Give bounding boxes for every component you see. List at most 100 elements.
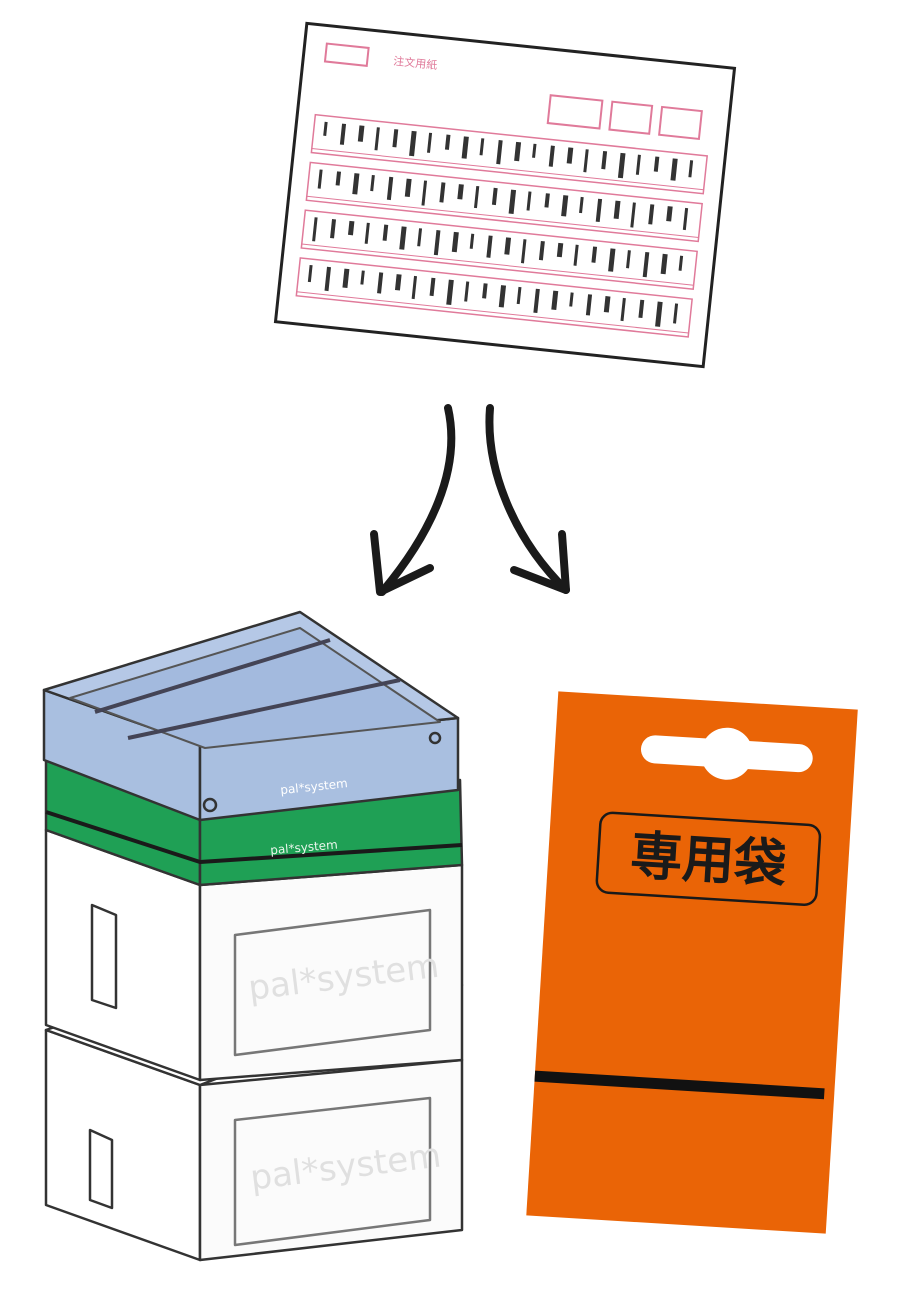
order-form-mark xyxy=(352,173,360,195)
bag-body xyxy=(526,691,858,1234)
arrow-left-head-icon xyxy=(370,530,434,596)
order-form-mark xyxy=(613,200,621,220)
order-form-mark xyxy=(626,250,631,269)
order-form-mark xyxy=(486,235,493,258)
order-form-mark xyxy=(339,123,347,145)
order-form-mark xyxy=(411,275,418,300)
order-form-mark xyxy=(591,246,598,263)
order-form-header: 注文用紙 xyxy=(393,54,438,73)
order-form-mark xyxy=(538,241,545,261)
arrows xyxy=(370,404,570,596)
order-form-mark xyxy=(556,242,564,258)
order-form-row xyxy=(300,209,698,291)
order-form-mark xyxy=(516,286,522,305)
order-form-mark xyxy=(357,125,365,142)
order-form-mark xyxy=(508,189,517,214)
order-form-mark xyxy=(464,281,470,302)
order-form-grid xyxy=(295,113,709,338)
order-form-mark xyxy=(469,233,475,249)
order-form-mark xyxy=(498,285,507,308)
order-form-mark xyxy=(533,288,540,314)
order-form-sheet xyxy=(273,21,737,369)
bag-label-frame xyxy=(595,811,822,906)
order-form-mark xyxy=(392,129,399,148)
order-form-mark xyxy=(473,185,480,209)
order-form-mark xyxy=(330,219,337,239)
container-lid: pal*system xyxy=(42,610,460,822)
order-form-mark xyxy=(370,174,375,192)
order-form-mark xyxy=(620,297,626,322)
order-form-mark xyxy=(630,202,636,228)
hang-hole-icon xyxy=(640,727,813,780)
order-form-stamp-box xyxy=(323,42,370,67)
order-form-mark xyxy=(532,143,537,158)
order-form-divider xyxy=(311,148,704,191)
order-form-mark xyxy=(421,180,428,206)
order-form-mark xyxy=(601,151,608,170)
order-form-mark xyxy=(617,152,626,179)
order-form-mark xyxy=(404,178,412,198)
order-form-divider xyxy=(306,195,699,238)
order-form-box-3 xyxy=(658,105,703,141)
order-form-mark xyxy=(482,283,488,299)
order-form-row xyxy=(295,257,693,338)
order-form-mark xyxy=(479,138,485,156)
order-form-mark xyxy=(608,248,616,272)
order-form-mark xyxy=(364,222,370,244)
order-form-mark xyxy=(347,220,355,236)
container-band-logo: pal*system xyxy=(270,837,339,857)
order-form-mark xyxy=(514,141,522,162)
order-form-mark xyxy=(569,292,574,307)
order-form-mark xyxy=(457,184,464,200)
order-form-mark xyxy=(579,196,584,214)
bag-stripe xyxy=(534,1070,825,1100)
order-form-mark xyxy=(446,279,454,305)
order-form-mark xyxy=(548,145,555,167)
order-form-mark xyxy=(688,160,694,178)
order-form: 注文用紙 xyxy=(273,21,737,369)
order-form-mark xyxy=(666,206,673,222)
order-form-mark xyxy=(409,130,417,157)
order-form-mark xyxy=(526,191,532,211)
order-form-mark xyxy=(324,266,331,292)
arrow-left-icon xyxy=(378,404,456,596)
order-form-divider xyxy=(296,291,689,334)
order-form-mark xyxy=(585,294,593,316)
order-form-mark xyxy=(520,239,527,264)
order-form-mark xyxy=(682,207,689,231)
order-form-mark xyxy=(374,127,380,151)
order-form-mark xyxy=(342,268,350,289)
arrow-right-head-icon xyxy=(510,530,570,594)
arrow-right-icon xyxy=(485,404,570,594)
order-form-box-2 xyxy=(608,100,654,135)
order-form-mark xyxy=(386,176,394,201)
order-form-mark xyxy=(323,121,328,136)
order-form-mark xyxy=(595,198,603,223)
order-form-mark xyxy=(451,231,459,253)
order-form-mark xyxy=(439,182,446,203)
order-form-mark xyxy=(377,272,384,294)
order-form-mark xyxy=(382,224,389,241)
order-form-mark xyxy=(603,296,611,313)
order-form-divider xyxy=(301,243,694,286)
order-form-mark xyxy=(433,230,441,256)
order-form-mark xyxy=(504,237,512,255)
order-form-mark xyxy=(427,132,433,153)
order-form-mark xyxy=(653,156,660,172)
order-form-mark xyxy=(583,149,589,173)
bag-label: 専用袋 xyxy=(629,826,788,895)
order-form-mark xyxy=(394,274,402,291)
container-box-middle: pal*system xyxy=(44,828,464,1082)
order-form-mark xyxy=(360,270,365,285)
order-form-mark xyxy=(335,171,342,186)
order-form-mark xyxy=(491,187,498,206)
order-form-mark xyxy=(678,255,684,271)
order-form-mark xyxy=(307,264,313,283)
dedicated-bag: 専用袋 xyxy=(526,691,858,1234)
order-form-mark xyxy=(642,251,650,278)
order-form-mark xyxy=(566,147,574,164)
order-form-mark xyxy=(444,134,451,150)
order-form-mark xyxy=(429,277,436,297)
order-form-mark xyxy=(496,140,503,165)
